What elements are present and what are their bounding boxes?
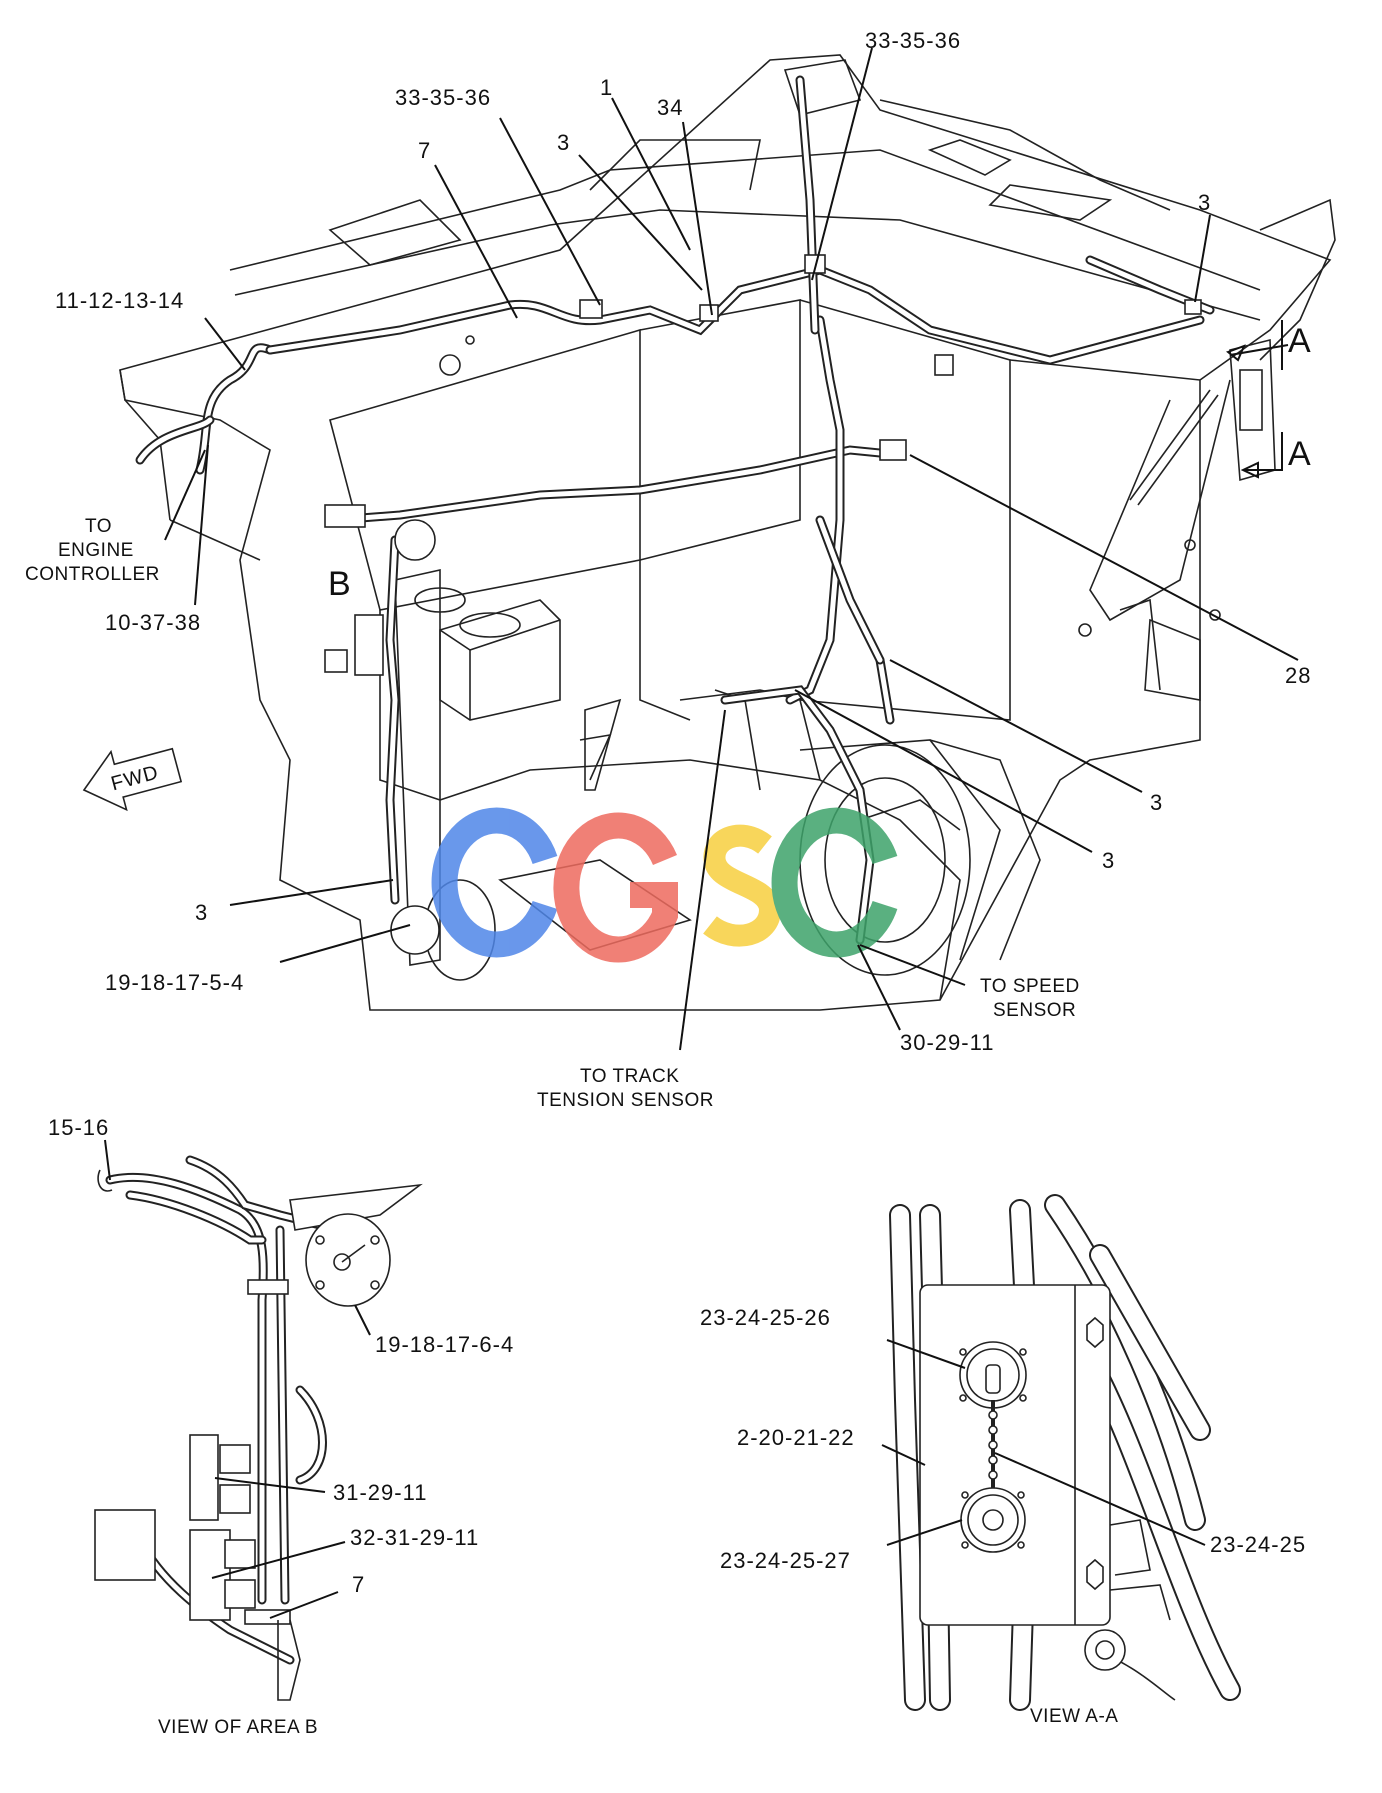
main-callouts: 33-35-36 33-35-36 1 34 7 3 3 11-12-13-14…	[25, 28, 1311, 1111]
callout-3-right-upper: 3	[1150, 790, 1163, 815]
callout-7-top: 7	[418, 138, 431, 163]
watermark-c-green	[771, 807, 898, 958]
callout-b: B	[328, 565, 351, 603]
callout-23-24-25-27: 23-24-25-27	[720, 1548, 851, 1573]
callout-7-bottom: 7	[352, 1572, 365, 1597]
view-area-b: 15-16 19-18-17-6-4 31-29-11 32-31-29-11 …	[48, 1115, 514, 1738]
callout-3-right-lower: 3	[1102, 848, 1115, 873]
callout-3-top-right: 3	[1198, 190, 1211, 215]
cgsc-watermark	[431, 807, 898, 963]
svg-text:TENSION SENSOR: TENSION SENSOR	[537, 1090, 714, 1111]
callout-19-18-17-5-4: 19-18-17-5-4	[105, 970, 244, 995]
callout-1: 1	[600, 75, 613, 100]
note-engine-controller: TO ENGINE CONTROLLER	[25, 516, 160, 585]
callout-11-12-13-14: 11-12-13-14	[55, 288, 184, 313]
svg-text:TO SPEED: TO SPEED	[980, 976, 1080, 997]
callout-28: 28	[1285, 663, 1311, 688]
callout-10-37-38: 10-37-38	[105, 610, 201, 635]
svg-text:ENGINE: ENGINE	[58, 540, 134, 561]
callout-34: 34	[657, 95, 683, 120]
leader-lines	[164, 47, 1299, 1051]
svg-text:CONTROLLER: CONTROLLER	[25, 564, 160, 585]
callout-3-left: 3	[195, 900, 208, 925]
note-speed-sensor: TO SPEED SENSOR	[980, 976, 1080, 1021]
callout-23-24-25: 23-24-25	[1210, 1532, 1306, 1557]
callout-3-top-center: 3	[557, 130, 570, 155]
svg-text:TO TRACK: TO TRACK	[580, 1066, 679, 1087]
callout-23-24-25-26: 23-24-25-26	[700, 1305, 831, 1330]
watermark-s-yellow	[703, 824, 782, 947]
view-a-a: 23-24-25-26 2-20-21-22 23-24-25 23-24-25…	[700, 1194, 1306, 1727]
view-a-a-title: VIEW A-A	[1030, 1706, 1118, 1727]
watermark-c-blue	[431, 807, 558, 958]
svg-text:SENSOR: SENSOR	[993, 1000, 1076, 1021]
callout-30-29-11: 30-29-11	[900, 1030, 994, 1055]
callout-a-top: A	[1288, 322, 1311, 360]
watermark-g-red	[553, 812, 678, 963]
note-track-tension-sensor: TO TRACK TENSION SENSOR	[537, 1066, 714, 1111]
callout-15-16: 15-16	[48, 1115, 109, 1140]
callout-a-bottom: A	[1288, 435, 1311, 473]
main-assembly-drawing	[119, 54, 1336, 1011]
fwd-arrow: FWD	[82, 747, 183, 812]
callout-32-31-29-11: 32-31-29-11	[350, 1525, 479, 1550]
view-area-b-title: VIEW OF AREA B	[158, 1717, 318, 1738]
callout-19-18-17-6-4: 19-18-17-6-4	[375, 1332, 514, 1357]
callout-33-35-36-top: 33-35-36	[865, 28, 961, 53]
callout-33-35-36-left: 33-35-36	[395, 85, 491, 110]
callout-31-29-11: 31-29-11	[333, 1480, 427, 1505]
callout-2-20-21-22: 2-20-21-22	[737, 1425, 855, 1450]
svg-text:TO: TO	[85, 516, 112, 537]
